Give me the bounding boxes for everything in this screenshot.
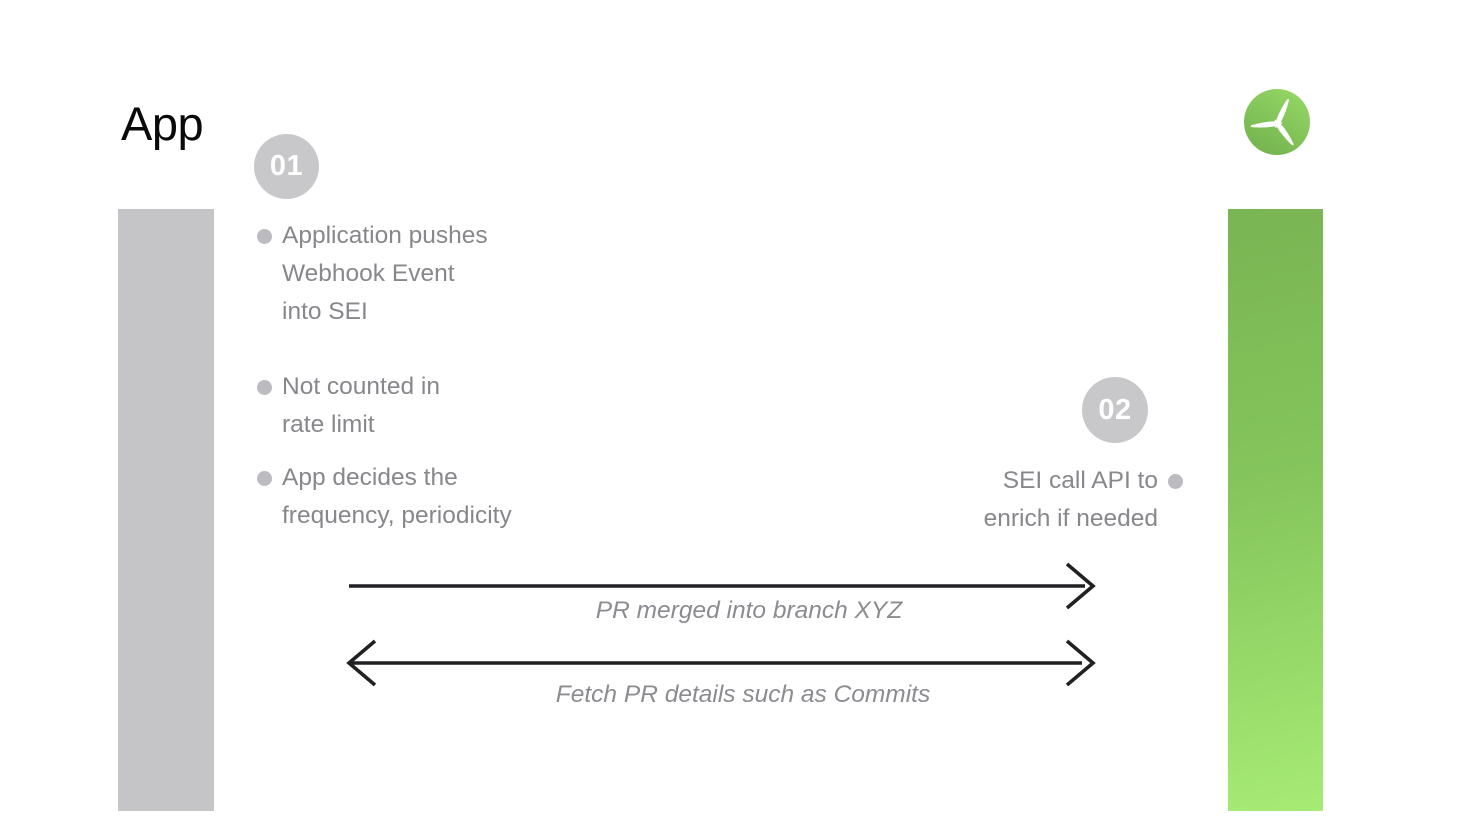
bullet-item-frequency: App decides the frequency, periodicity [257,459,512,535]
bullet-dot-icon [257,228,272,244]
bullet-item-webhook: Application pushes Webhook Event into SE… [257,217,488,331]
bullet-dot-icon [1168,473,1183,489]
bullet-dot-icon [257,470,272,486]
sei-lane-bar [1228,209,1323,811]
step-badge-02: 02 [1082,377,1148,443]
bullet-text: App decides the frequency, periodicity [282,464,512,529]
app-lane-bar [118,209,214,811]
bullet-text: Application pushes Webhook Event into SE… [282,222,488,325]
step-badge-01: 01 [254,134,319,199]
arrow-double-right-head-icon [1065,639,1096,687]
arrow-label-pr-merged: PR merged into branch XYZ [595,597,903,624]
bullet-text: SEI call API to enrich if needed [983,467,1158,532]
wind-turbine-icon [1244,89,1310,155]
bullet-dot-icon [257,379,272,395]
bullet-item-enrich: SEI call API to enrich if needed [984,462,1183,538]
page-title: App [121,97,204,150]
bullet-item-rate-limit: Not counted in rate limit [257,368,440,444]
flow-arrows [346,562,1096,687]
arrow-double-left-head-icon [346,639,377,687]
bullet-text: Not counted in rate limit [282,373,440,438]
arrow-label-fetch-pr: Fetch PR details such as Commits [555,681,931,708]
arrow-right-head-icon [1065,562,1096,610]
